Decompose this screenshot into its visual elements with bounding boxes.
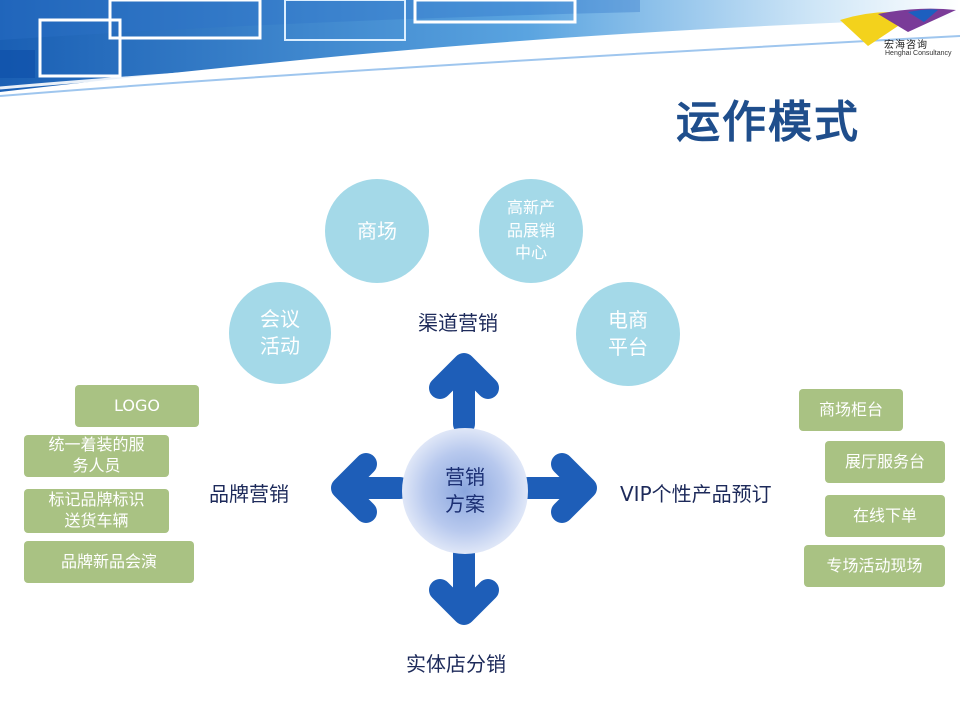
- vip-box-event-site: 专场活动现场: [804, 545, 945, 587]
- arrow-down-icon: [429, 543, 499, 625]
- header-banner: [0, 0, 960, 97]
- branch-label-channel: 渠道营销: [418, 311, 498, 335]
- channel-circle-expo: 高新产 品展销 中心: [479, 179, 583, 283]
- brand-box-new-product-show: 品牌新品会演: [24, 541, 194, 583]
- brand-box-logo: LOGO: [75, 385, 199, 427]
- page-title: 运作模式: [676, 97, 860, 148]
- brand-box-delivery-vehicle: 标记品牌标识 送货车辆: [24, 489, 169, 533]
- branch-label-brand: 品牌营销: [209, 482, 289, 506]
- channel-circle-mall: 商场: [325, 179, 429, 283]
- arrow-up-icon: [429, 353, 499, 435]
- vip-box-showroom-desk: 展厅服务台: [825, 441, 945, 483]
- logo-name: 宏海咨询: [884, 40, 928, 51]
- arrow-left-icon: [331, 453, 411, 523]
- vip-box-online-order: 在线下单: [825, 495, 945, 537]
- arrow-right-icon: [517, 453, 597, 523]
- channel-circle-ecommerce: 电商 平台: [576, 282, 680, 386]
- branch-label-store: 实体店分销: [406, 652, 506, 676]
- branch-label-vip: VIP个性产品预订: [620, 482, 772, 506]
- center-node: 营销 方案: [402, 428, 528, 554]
- brand-box-uniform-staff: 统一着装的服 务人员: [24, 435, 169, 477]
- logo-subtitle: Henghai Consultancy: [885, 50, 952, 57]
- vip-box-mall-counter: 商场柜台: [799, 389, 903, 431]
- logo-mark: [840, 8, 956, 46]
- channel-circle-conference: 会议 活动: [229, 282, 331, 384]
- center-label: 营销 方案: [445, 465, 485, 516]
